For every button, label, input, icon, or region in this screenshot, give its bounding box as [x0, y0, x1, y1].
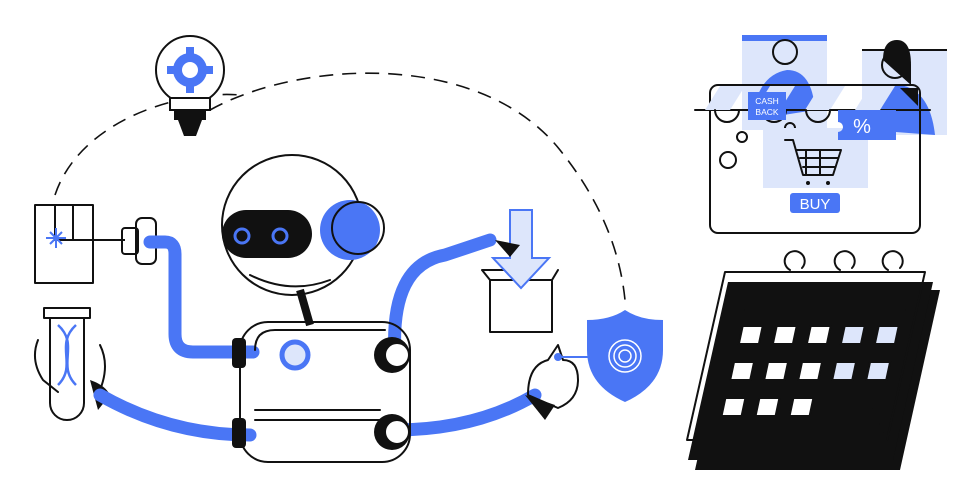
calendar-day-cell	[805, 325, 832, 345]
robot-arm-upper-right	[388, 233, 497, 362]
lightbulb-gear-icon	[155, 35, 225, 136]
robot-arm-lower-left	[93, 388, 257, 442]
calendar-day-cell	[788, 397, 815, 417]
shopping-cart-icon	[784, 139, 842, 185]
calendar-day-cell	[839, 325, 866, 345]
download-box-icon	[481, 209, 559, 333]
calendar-day-cell	[797, 361, 824, 381]
buy-button-label: BUY	[800, 196, 831, 213]
calendar-day-cell	[754, 397, 781, 417]
cashback-badge: CASH BACK	[748, 92, 786, 120]
calendar-day-cell	[865, 361, 892, 381]
cashback-label-line1: CASH	[755, 96, 779, 106]
robot-body	[232, 321, 411, 463]
robot-arm-lower-right	[388, 388, 542, 437]
dna-test-tube-icon	[33, 307, 110, 421]
calendar-day-cell	[831, 361, 858, 381]
dashed-arc	[54, 72, 626, 301]
calendar-day-cell	[729, 361, 756, 381]
calendar-day-cell	[873, 325, 900, 345]
buy-button[interactable]: BUY	[790, 193, 840, 213]
robot-head	[221, 154, 385, 327]
discount-coupon: %	[838, 110, 896, 140]
robot-arm-upper-left	[143, 235, 260, 359]
calendar-icon	[686, 250, 940, 470]
laser-device-icon	[34, 204, 157, 284]
fingerprint-shield-icon	[525, 310, 663, 420]
calendar-day-cell	[763, 361, 790, 381]
calendar-day-cell	[737, 325, 764, 345]
cashback-label-line2: BACK	[755, 107, 778, 117]
calendar-day-cell	[720, 397, 747, 417]
discount-label: %	[853, 116, 871, 138]
calendar-day-cell	[771, 325, 798, 345]
